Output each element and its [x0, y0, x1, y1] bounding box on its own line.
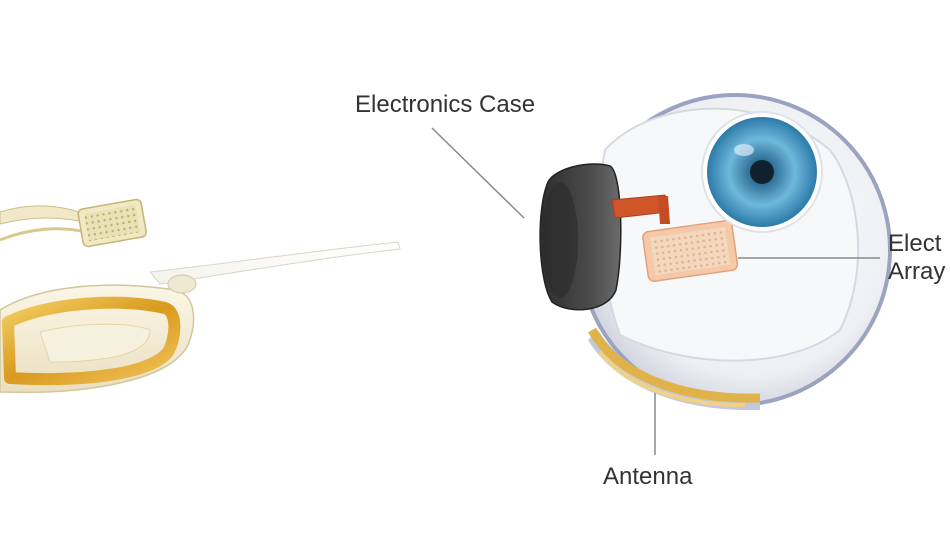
- implant-coil-center: [39, 323, 151, 363]
- electrode-cable-bend: [658, 196, 670, 224]
- label-electronics-case: Electronics Case: [355, 91, 536, 118]
- eye-cutaway-illustration: [539, 93, 892, 411]
- implant-device-photo: [0, 198, 401, 394]
- implant-connector: [167, 274, 197, 294]
- electronics-case-shade: [542, 182, 578, 298]
- pupil: [750, 160, 774, 184]
- antenna-coil: [588, 327, 761, 403]
- implant-electrode-array: [77, 198, 147, 248]
- electrode-array: [642, 219, 739, 282]
- label-antenna: Antenna: [603, 463, 693, 490]
- leader-line-electronics-case: [431, 127, 525, 219]
- iris-highlight: [734, 144, 754, 156]
- implant-coil: [2, 296, 181, 386]
- implant-cable: [149, 241, 401, 285]
- antenna-coil-highlight: [598, 350, 746, 408]
- label-electrode-array: Elect Array: [888, 230, 946, 285]
- implant-ribbon-lower: [0, 227, 87, 242]
